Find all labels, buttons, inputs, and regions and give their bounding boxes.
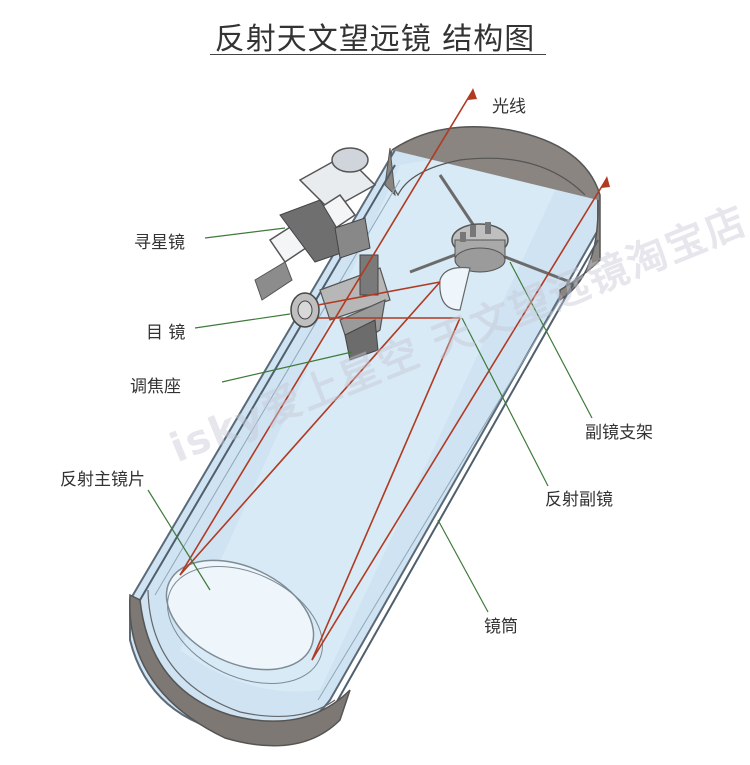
label-spider: 副镜支架 [585,418,653,443]
label-focuser: 调焦座 [130,372,181,397]
label-tube: 镜筒 [484,612,518,637]
label-finder: 寻星镜 [134,228,185,253]
label-secondary-mirror: 反射副镜 [545,485,613,510]
label-eyepiece: 目 镜 [146,318,185,343]
label-primary-mirror: 反射主镜片 [60,465,145,490]
label-light: 光线 [492,92,526,117]
